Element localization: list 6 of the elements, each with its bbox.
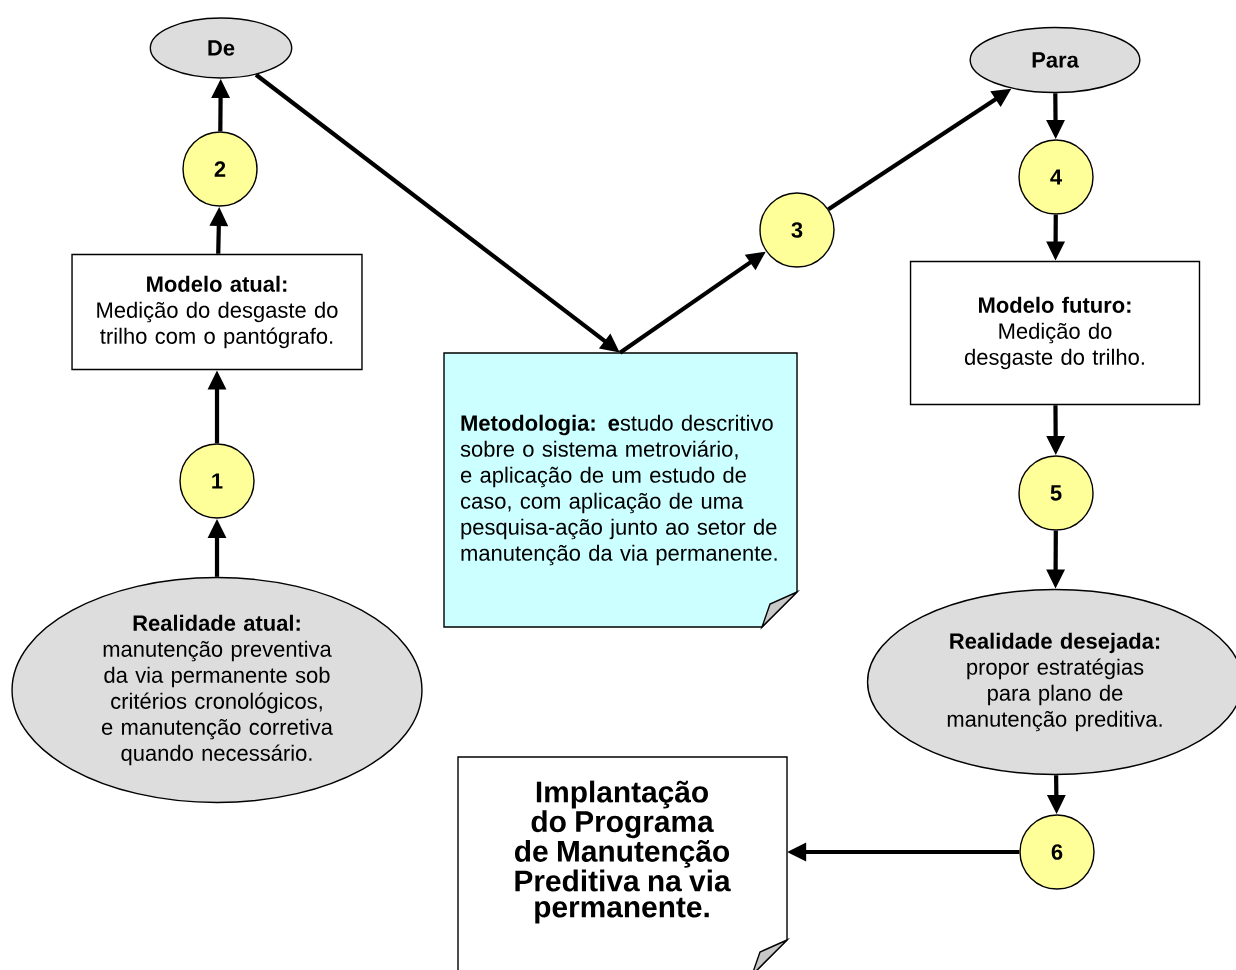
state-oval: Realidade desejada: propor estratégias para plano de manutenção preditiva. [866, 588, 1236, 776]
oval-node: Para [969, 26, 1141, 94]
oval-node: De [149, 17, 293, 79]
state-oval: Realidade atual: manutenção preventiva da via permanente sob critérios cronológicos, e manutenção corretiva quando necessário. [11, 576, 423, 804]
process-box: Modelo futuro: Medição do desgaste do trilho. [909, 260, 1201, 406]
process-box: Modelo atual: Medição do desgaste do trilho com o pantógrafo. [71, 253, 363, 371]
